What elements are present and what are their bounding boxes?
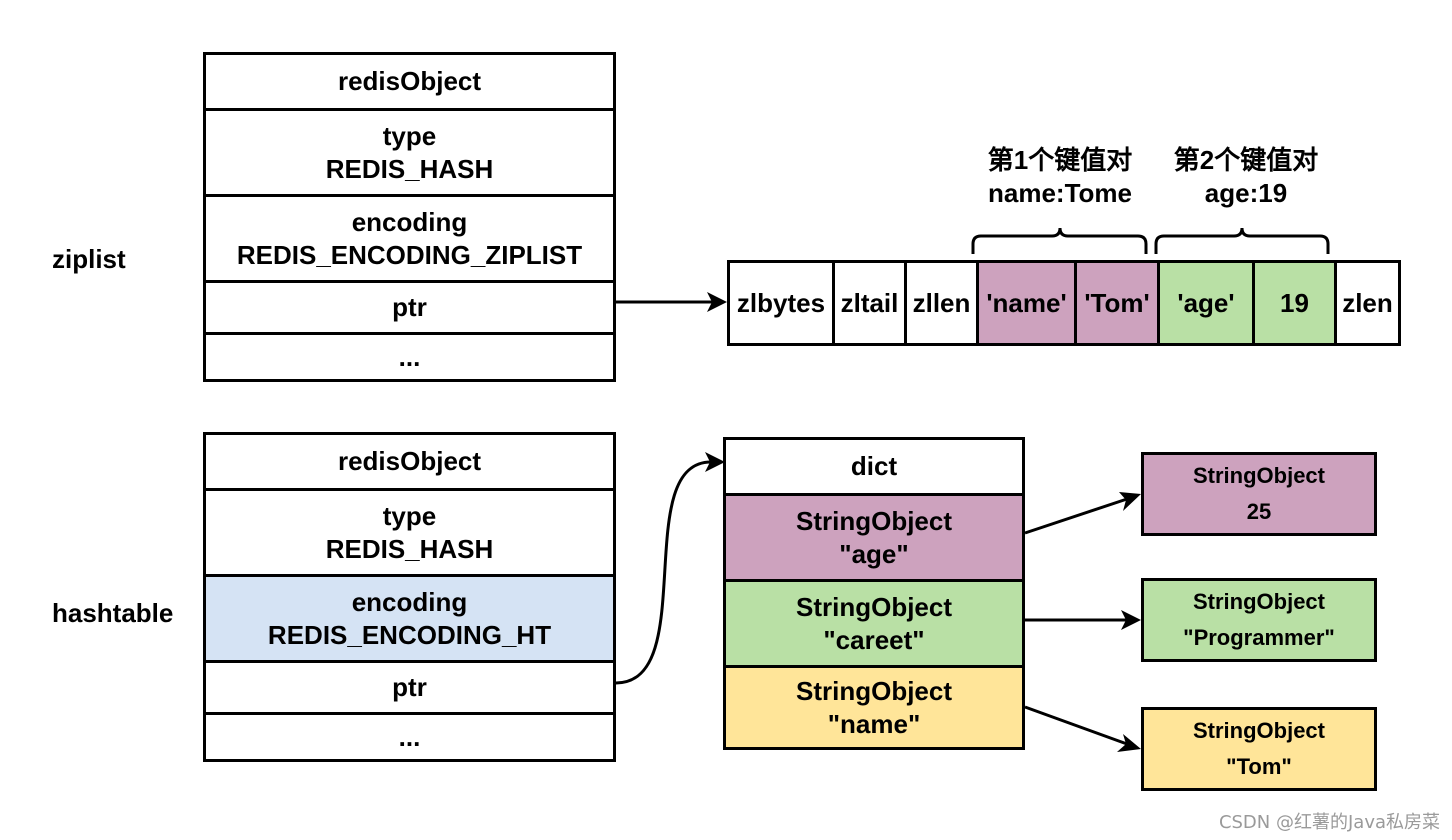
- ellipsis-row: ...: [206, 332, 613, 379]
- ptr-label: ptr: [392, 672, 427, 702]
- ziplist-label: ziplist: [52, 244, 126, 274]
- pair1-title: 第1个键值对: [987, 145, 1133, 175]
- dict-entry-label: StringObject: [795, 591, 952, 622]
- value-object-value: 25: [1246, 499, 1272, 524]
- encoding-row: encoding REDIS_ENCODING_HT: [206, 574, 613, 660]
- age-value-arrow: [1024, 497, 1128, 535]
- hashtable-redis-object: redisObject type REDIS_HASH encoding RED…: [203, 432, 616, 762]
- dict-structure: dict StringObject "age" StringObject "ca…: [723, 437, 1025, 750]
- dict-entry-label: StringObject: [795, 505, 952, 536]
- watermark: CSDN @红薯的Java私房菜: [1218, 812, 1440, 833]
- ellipsis-row: ...: [206, 712, 613, 759]
- ziplist-cell-age-key: 'age': [1157, 263, 1252, 343]
- dict-entry-key: "careet": [823, 624, 925, 655]
- type-label: type: [382, 120, 437, 151]
- encoding-label: encoding: [351, 206, 468, 237]
- pair1-value: name:Tome: [988, 178, 1132, 208]
- value-object-value: "Tom": [1226, 754, 1292, 779]
- pair2-annotation: 第2个键值对 age:19: [1146, 144, 1346, 210]
- hashtable-ptr-arrow: [615, 460, 713, 685]
- ziplist-cell-zllen: zllen: [904, 263, 976, 343]
- type-row: type REDIS_HASH: [206, 108, 613, 194]
- ptr-label: ptr: [392, 292, 427, 322]
- dict-entry-label: StringObject: [795, 675, 952, 706]
- ziplist-cell-name-value: 'Tom': [1074, 263, 1157, 343]
- redis-object-title: redisObject: [337, 446, 482, 476]
- careet-value-arrowhead: [1121, 610, 1141, 630]
- value-object-label: StringObject: [1192, 463, 1325, 488]
- dict-title: dict: [850, 451, 898, 481]
- encoding-label: encoding: [351, 586, 468, 617]
- ziplist-redis-object: redisObject type REDIS_HASH encoding RED…: [203, 52, 616, 382]
- type-row: type REDIS_HASH: [206, 488, 613, 574]
- dict-entry-age: StringObject "age": [726, 493, 1022, 579]
- hashtable-ptr-arrowhead: [705, 452, 725, 472]
- dict-entry-key: "age": [839, 538, 909, 569]
- ellipsis: ...: [398, 341, 421, 372]
- name-value-arrow: [1024, 705, 1128, 746]
- value-object-tom: StringObject "Tom": [1141, 707, 1377, 791]
- dict-title-row: dict: [726, 440, 1022, 493]
- redis-object-title-row: redisObject: [206, 435, 613, 488]
- ptr-row: ptr: [206, 660, 613, 712]
- ziplist-cell-zlen: zlen: [1334, 263, 1398, 343]
- value-object-value: "Programmer": [1183, 625, 1335, 650]
- pair1-annotation: 第1个键值对 name:Tome: [960, 144, 1160, 210]
- hashtable-label: hashtable: [52, 598, 174, 628]
- pair2-title: 第2个键值对: [1173, 145, 1319, 175]
- redis-object-title: redisObject: [337, 66, 482, 96]
- redis-object-title-row: redisObject: [206, 55, 613, 108]
- pair1-brace: [971, 227, 1148, 254]
- dict-entry-name: StringObject "name": [726, 665, 1022, 747]
- dict-entry-key: "name": [827, 708, 921, 739]
- value-object-label: StringObject: [1192, 589, 1325, 614]
- age-value-arrowhead: [1119, 492, 1141, 511]
- ellipsis: ...: [398, 721, 421, 752]
- ziplist-ptr-arrowhead: [707, 292, 727, 312]
- ziplist-cell-age-value: 19: [1252, 263, 1334, 343]
- type-label: type: [382, 500, 437, 531]
- dict-entry-careet: StringObject "careet": [726, 579, 1022, 665]
- type-value: REDIS_HASH: [325, 533, 494, 564]
- ziplist-cell-name-key: 'name': [976, 263, 1074, 343]
- value-object-label: StringObject: [1192, 718, 1325, 743]
- ziplist-cell-zltail: zltail: [832, 263, 904, 343]
- type-value: REDIS_HASH: [325, 153, 494, 184]
- ziplist-structure: zlbytes zltail zllen 'name' 'Tom' 'age' …: [727, 260, 1401, 346]
- name-value-arrowhead: [1117, 734, 1141, 752]
- value-object-programmer: StringObject "Programmer": [1141, 578, 1377, 662]
- ptr-row: ptr: [206, 280, 613, 332]
- pair2-value: age:19: [1204, 178, 1288, 208]
- encoding-value: REDIS_ENCODING_ZIPLIST: [236, 239, 583, 270]
- pair2-brace: [1154, 227, 1330, 254]
- ziplist-cell-zlbytes: zlbytes: [736, 287, 826, 318]
- encoding-row: encoding REDIS_ENCODING_ZIPLIST: [206, 194, 613, 280]
- value-object-25: StringObject 25: [1141, 452, 1377, 536]
- encoding-value: REDIS_ENCODING_HT: [267, 619, 552, 650]
